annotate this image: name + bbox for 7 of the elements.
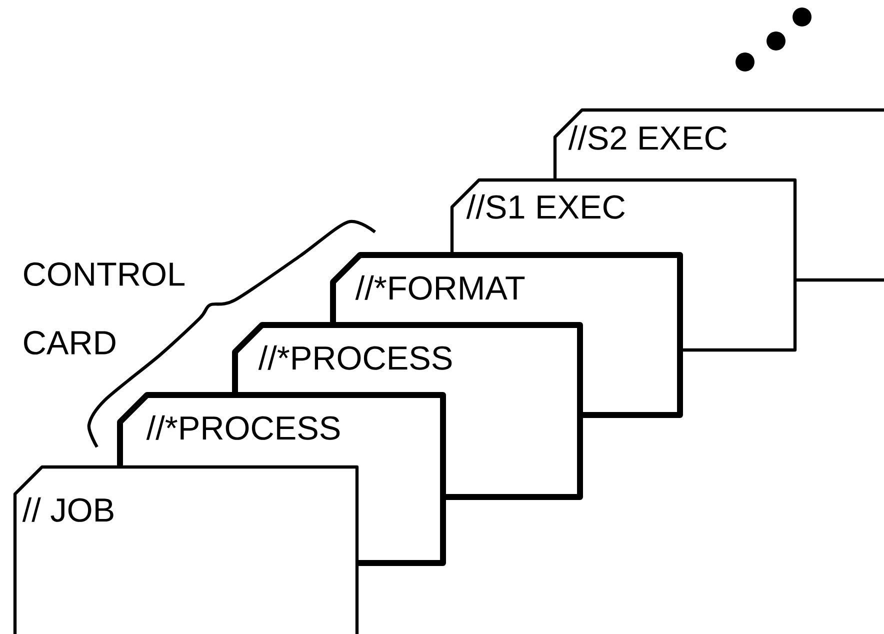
card-label: //*FORMAT [355, 275, 525, 300]
card-label: // JOB [22, 497, 114, 522]
card-label: //S1 EXEC [466, 194, 625, 219]
card-label: //*PROCESS [146, 415, 340, 440]
card-label: //*PROCESS [258, 345, 452, 370]
label: CONTROL CARD [24, 262, 184, 355]
card-label: //S2 EXEC [568, 125, 727, 150]
